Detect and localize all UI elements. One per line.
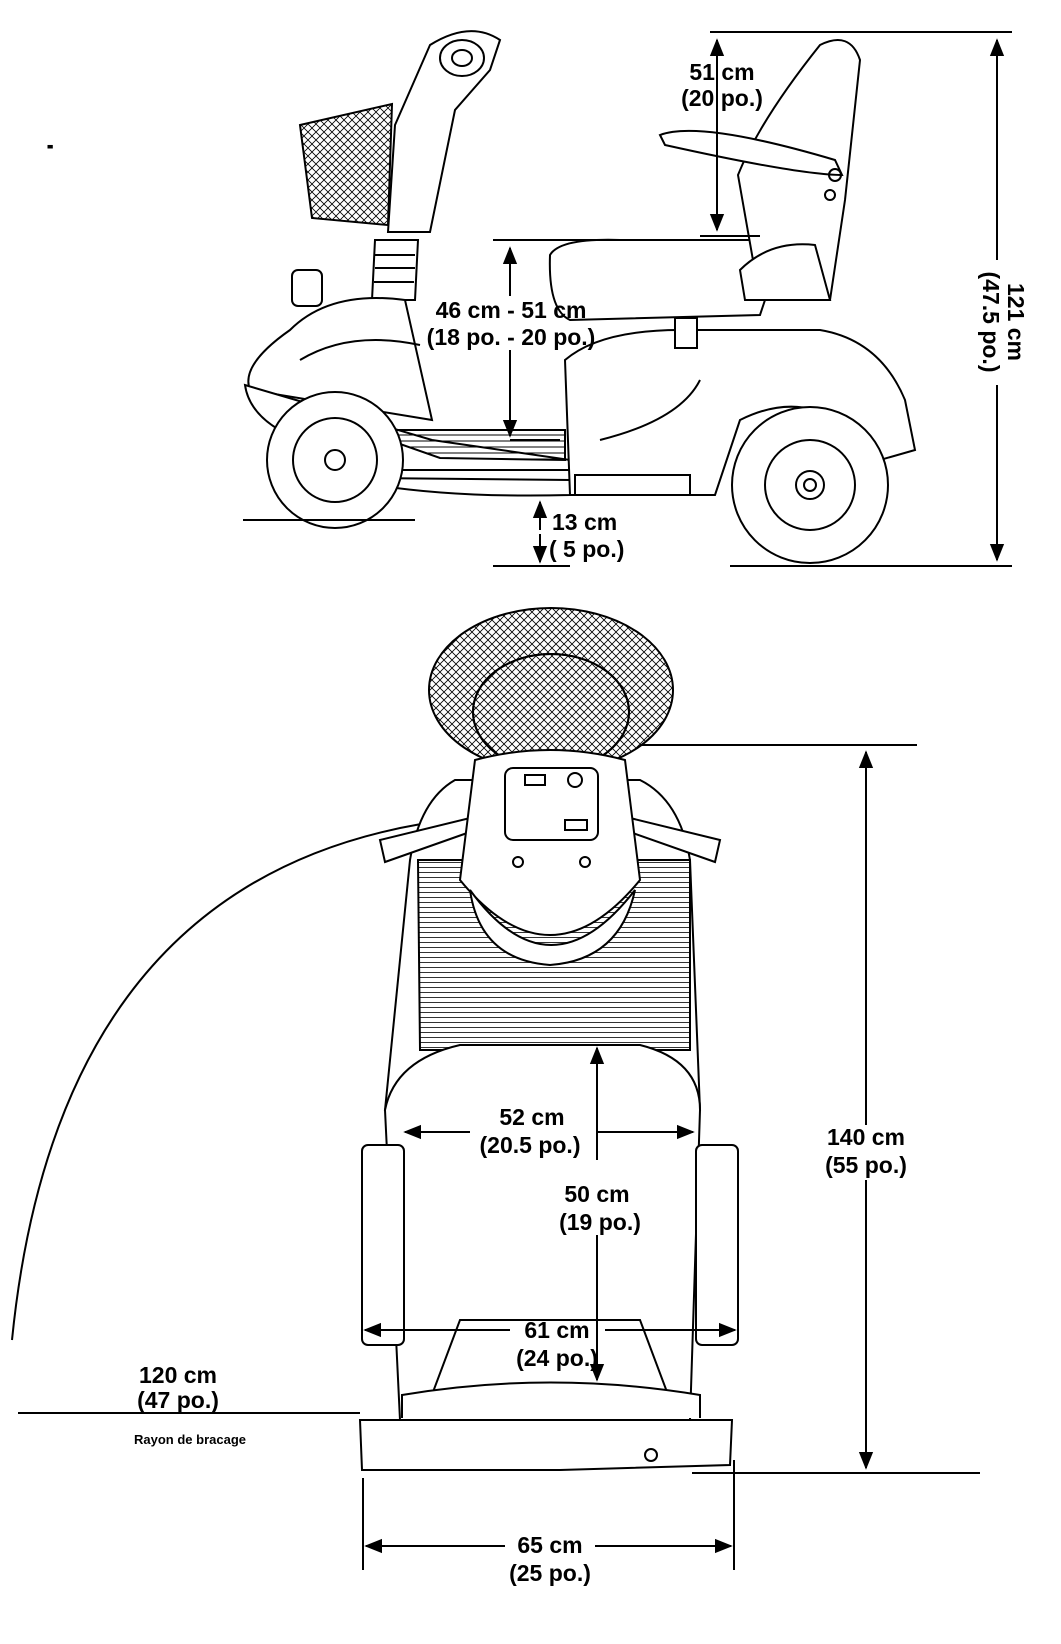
seat-depth-label-imperial: (19 po.) xyxy=(559,1209,641,1235)
overall-length-label-imperial: (55 po.) xyxy=(825,1152,907,1178)
turning-radius-label-imperial: (47 po.) xyxy=(137,1387,219,1413)
armrest-width-label-imperial: (24 po.) xyxy=(516,1345,598,1371)
top-dimension-lines xyxy=(18,744,980,1570)
seat-height-label-metric: 46 cm - 51 cm xyxy=(436,297,587,323)
seat-height-label-imperial: (18 po. - 20 po.) xyxy=(427,324,596,350)
rear-wheel xyxy=(731,406,889,564)
turning-radius-arc xyxy=(11,817,466,1341)
front-wheel xyxy=(266,391,404,529)
tiller xyxy=(370,30,502,301)
stray-mark: - xyxy=(48,138,52,153)
front-basket xyxy=(298,102,394,227)
overall-length-label-metric: 140 cm xyxy=(827,1124,905,1150)
turning-radius-label-metric: 120 cm xyxy=(139,1362,217,1388)
headlight xyxy=(291,269,323,307)
overall-height-label-metric: 121 cm xyxy=(1003,283,1029,361)
seat xyxy=(548,39,862,349)
top-labels: 52 cm (20.5 po.) 50 cm (19 po.) 140 cm (… xyxy=(134,1104,907,1586)
overall-height-label-imperial: (47.5 po.) xyxy=(978,272,1004,373)
right-armrest xyxy=(695,1144,739,1346)
overall-width-label-imperial: (25 po.) xyxy=(509,1560,591,1586)
ground-clearance-label-imperial: ( 5 po.) xyxy=(549,536,624,562)
top-basket xyxy=(428,607,674,773)
side-view: - xyxy=(47,30,1012,567)
front-shroud xyxy=(247,297,434,422)
top-view xyxy=(11,607,980,1570)
ground-clearance-label-metric: 13 cm xyxy=(552,509,617,535)
seat-width-label-metric: 52 cm xyxy=(499,1104,564,1130)
backrest-label-metric: 51 cm xyxy=(689,59,754,85)
overall-width-label-metric: 65 cm xyxy=(517,1532,582,1558)
armrest-width-label-metric: 61 cm xyxy=(524,1317,589,1343)
seat-back-band xyxy=(401,1381,701,1418)
turning-radius-caption: Rayon de bracage xyxy=(134,1432,246,1447)
left-armrest xyxy=(361,1144,405,1346)
side-dimension-lines xyxy=(243,31,1012,567)
top-console xyxy=(378,749,722,967)
side-labels: 51 cm (20 po.) 46 cm - 51 cm (18 po. - 2… xyxy=(427,59,1029,562)
seat-width-label-imperial: (20.5 po.) xyxy=(480,1132,581,1158)
seat-depth-label-metric: 50 cm xyxy=(564,1181,629,1207)
rear-body xyxy=(563,329,917,496)
backrest-label-imperial: (20 po.) xyxy=(681,85,763,111)
